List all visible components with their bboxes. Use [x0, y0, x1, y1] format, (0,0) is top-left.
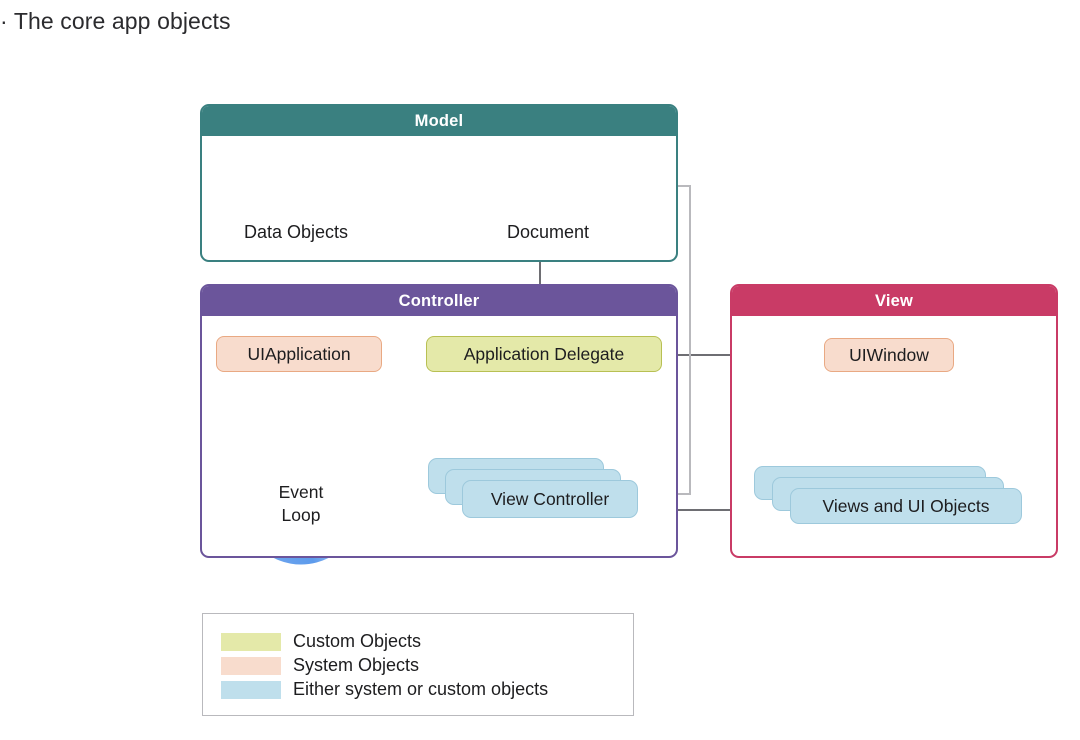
data-objects-label: Data Objects: [243, 222, 349, 242]
legend-label-custom: Custom Objects: [293, 631, 422, 651]
legend-list: Custom Objects System Objects Either sys…: [203, 614, 633, 701]
group-model-title: Model: [202, 106, 676, 136]
legend-label-either: Either system or custom objects: [293, 679, 549, 699]
legend-label-system: System Objects: [293, 655, 420, 675]
node-application-delegate-label: Application Delegate: [463, 343, 625, 364]
legend-swatch-system: [221, 656, 281, 675]
views-card-front[interactable]: Views and UI Objects: [790, 488, 1022, 524]
node-uiapplication[interactable]: UIApplication: [216, 336, 382, 372]
node-uiapplication-label: UIApplication: [247, 343, 351, 364]
node-views-label: Views and UI Objects: [822, 495, 990, 516]
node-view-controller-label: View Controller: [490, 488, 610, 509]
group-model: Model: [200, 104, 678, 262]
event-loop-label-line2: Loop: [281, 505, 321, 525]
node-uiwindow[interactable]: UIWindow: [824, 338, 954, 372]
group-controller-title: Controller: [202, 286, 676, 316]
node-event-loop: Event Loop: [235, 438, 367, 570]
group-view-title: View: [732, 286, 1056, 316]
legend: Custom Objects System Objects Either sys…: [202, 613, 634, 716]
page-title: · The core app objects: [0, 6, 420, 36]
legend-item-system: System Objects: [221, 654, 633, 677]
legend-swatch-custom: [221, 632, 281, 651]
node-application-delegate[interactable]: Application Delegate: [426, 336, 662, 372]
node-views-stack[interactable]: Views and UI Objects: [754, 466, 1022, 524]
event-loop-label: Event Loop: [235, 438, 367, 570]
node-uiwindow-label: UIWindow: [849, 344, 929, 365]
page-title-text: The core app objects: [13, 8, 231, 34]
event-loop-label-line1: Event: [278, 482, 324, 502]
page-title-prefix: ·: [0, 8, 8, 34]
legend-item-custom: Custom Objects: [221, 630, 633, 653]
document-label: Document: [506, 222, 590, 242]
legend-item-either: Either system or custom objects: [221, 678, 633, 701]
node-view-controller-stack[interactable]: View Controller: [428, 458, 638, 520]
legend-swatch-either: [221, 680, 281, 699]
view-controller-card-front[interactable]: View Controller: [462, 480, 638, 518]
